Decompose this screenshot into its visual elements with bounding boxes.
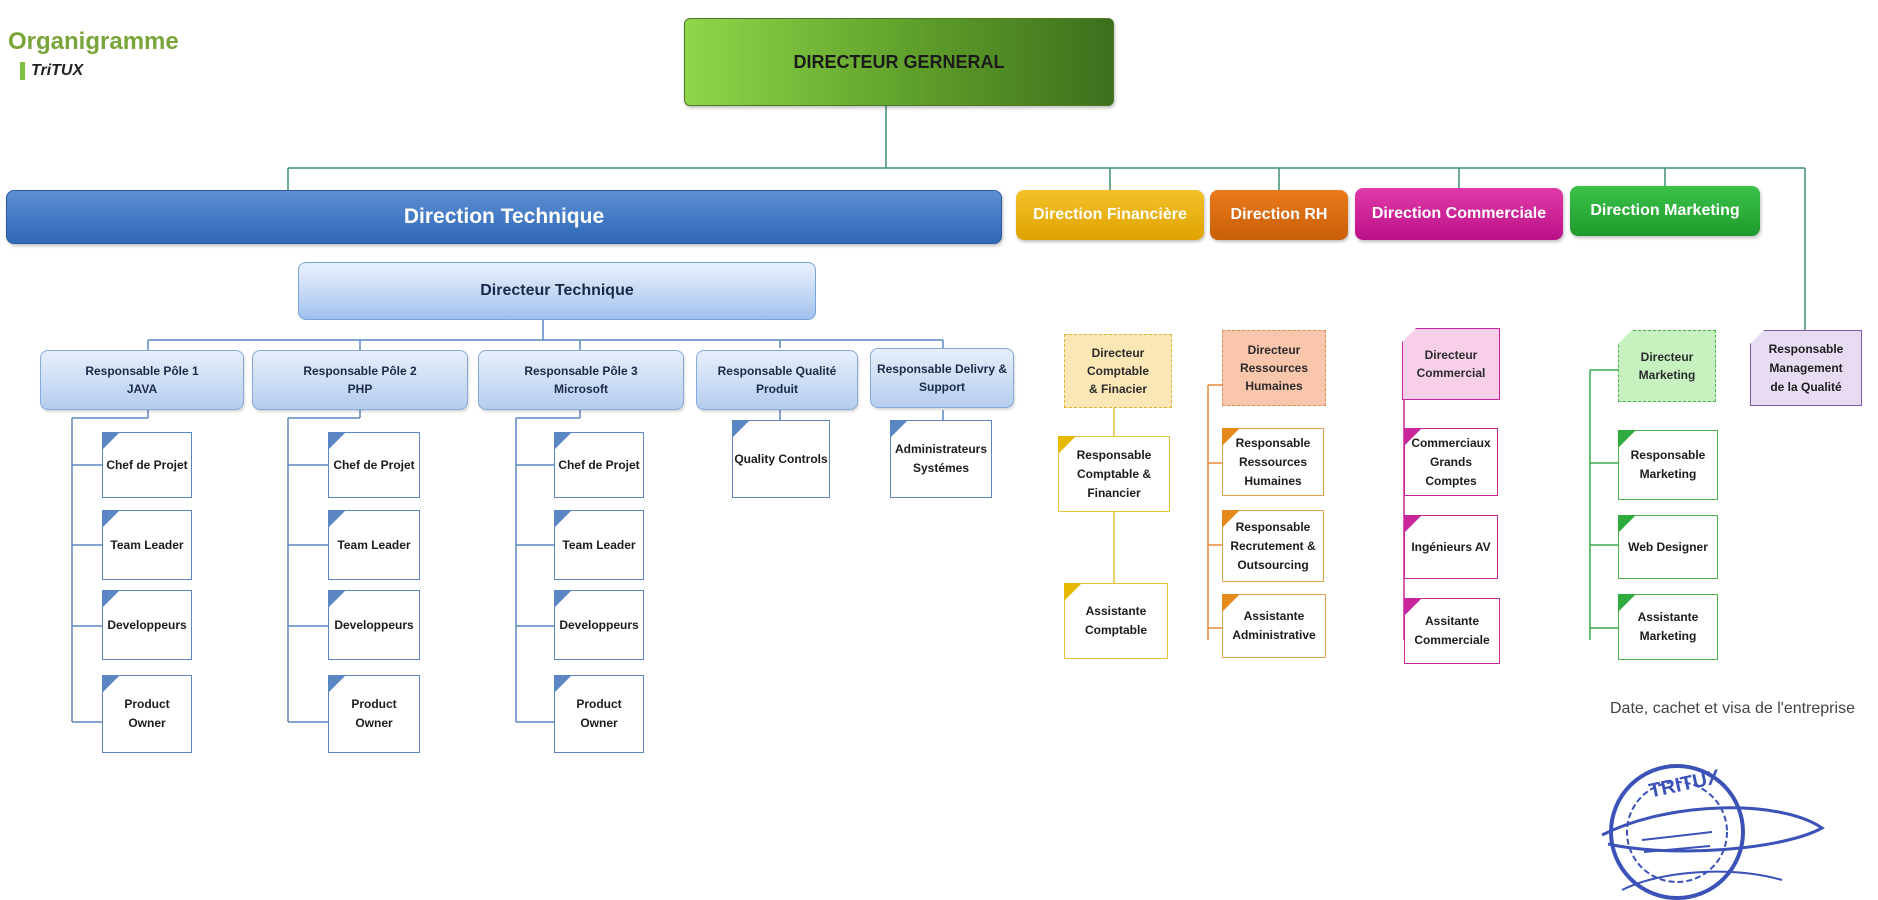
- connector-lines: [71, 106, 1806, 723]
- company-stamp: TRITUX: [1601, 764, 1825, 900]
- web-designer-card: Web Designer: [1618, 515, 1718, 579]
- directeur-general-box: DIRECTEUR GERNERAL: [684, 18, 1114, 106]
- direction-financiere-box: Direction Financière: [1016, 190, 1204, 240]
- direction-marketing-box: Direction Marketing: [1570, 186, 1760, 236]
- chef-de-projet-card: Chef de Projet: [102, 432, 192, 498]
- chef-de-projet-card: Chef de Projet: [554, 432, 644, 498]
- delivry-support-box: Responsable Delivry &Support: [870, 348, 1014, 408]
- direction-commerciale-box: Direction Commerciale: [1355, 188, 1563, 240]
- developpeurs-card: Developpeurs: [328, 590, 420, 660]
- direction-rh-box: Direction RH: [1210, 190, 1348, 240]
- page-title: Organigramme: [8, 28, 179, 55]
- chef-de-projet-card: Chef de Projet: [328, 432, 420, 498]
- signature-label: Date, cachet et visa de l'entreprise: [1610, 700, 1855, 717]
- directeur-technique-box: Directeur Technique: [298, 262, 816, 320]
- team-leader-card: Team Leader: [102, 510, 192, 580]
- direction-technique-bar: Direction Technique: [6, 190, 1002, 244]
- company-name: TriTUX: [20, 62, 83, 80]
- team-leader-card: Team Leader: [554, 510, 644, 580]
- ingenieurs-av-card: Ingénieurs AV: [1404, 515, 1498, 579]
- developpeurs-card: Developpeurs: [102, 590, 192, 660]
- developpeurs-card: Developpeurs: [554, 590, 644, 660]
- team-leader-card: Team Leader: [328, 510, 420, 580]
- quality-controls-card: Quality Controls: [732, 420, 830, 498]
